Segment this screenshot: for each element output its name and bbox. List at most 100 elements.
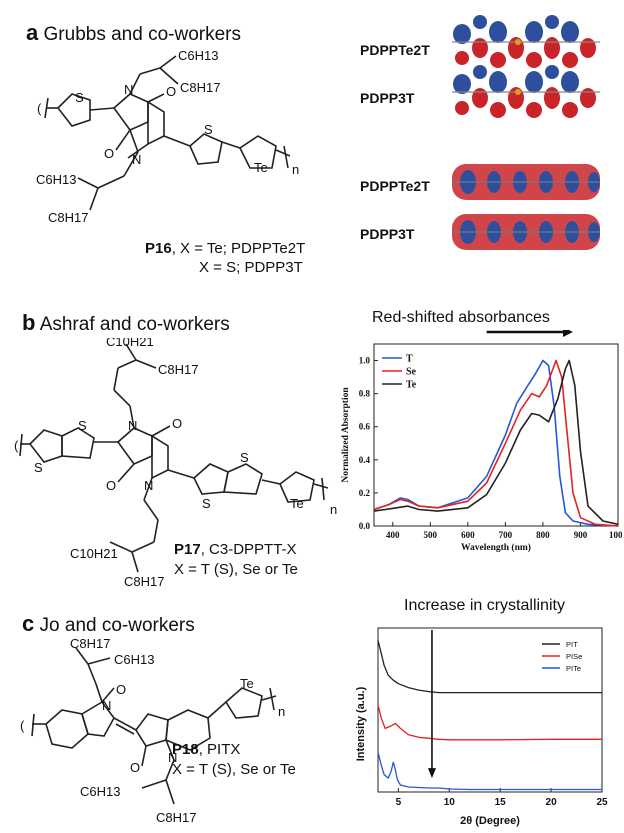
bracket-open-left-b: ( (14, 438, 19, 453)
p16-caption: P16, X = Te; PDPPTe2T (145, 240, 305, 257)
c8h17-label-b2: C8H17 (124, 574, 164, 588)
sulfur-label-b2: S (78, 418, 87, 433)
tellurium-label-b: Te (290, 496, 304, 511)
xrd-series-line-pite (377, 752, 602, 791)
abs-y-tick-label: 0.2 (359, 488, 371, 498)
xrd-y-axis-label: Intensity (a.u.) (355, 686, 367, 761)
lumo-orbital-te (452, 164, 600, 200)
oxygen-label: O (166, 84, 176, 99)
xrd-legend-label: PIT (566, 640, 578, 649)
xrd-x-tick-label: 10 (444, 797, 456, 808)
nitrogen-label-b2: N (144, 478, 153, 493)
abs-red-shift-arrowhead (562, 330, 573, 337)
lumo-orbital-s (451, 213, 601, 251)
homo-orbital-te (452, 15, 600, 68)
oxygen-label-c1: O (116, 682, 126, 697)
c8h17-label-b1: C8H17 (158, 362, 198, 377)
absorbance-chart-title: Red-shifted absorbances (372, 309, 550, 326)
sulfur-label-b3: S (240, 450, 249, 465)
abs-y-tick-label: 0.0 (359, 521, 371, 531)
xrd-series-line-pise (377, 704, 602, 741)
p17-caption-line2: X = T (S), Se or Te (174, 561, 298, 578)
c8h17-label-c2: C8H17 (156, 810, 196, 825)
c6h13-label-2: C6H13 (36, 172, 76, 187)
orbital-label-1: PDPPTe2T (360, 42, 430, 58)
abs-y-axis-label: Normalized Absorption (341, 387, 351, 483)
abs-series-line-se (373, 359, 619, 527)
abs-x-tick-label: 400 (386, 530, 400, 540)
p18-caption: P18, PITX (172, 741, 240, 758)
p16-caption-line2: X = S; PDPP3T (199, 259, 303, 276)
oxygen-label-b2: O (106, 478, 116, 493)
xrd-legend-label: PITe (566, 664, 581, 673)
p16-caption-text: , X = Te; PDPPTe2T (171, 240, 306, 257)
panel-b-heading: b Ashraf and co-workers (22, 310, 230, 336)
panel-a-letter: a (26, 20, 39, 45)
nitrogen-label-c2: N (168, 750, 177, 765)
nitrogen-label-b1: N (128, 418, 137, 433)
p17-id: P17 (174, 541, 201, 558)
tellurium-label: Te (254, 160, 268, 175)
p16-structure: ( S N O O N S Te n C6H13 C8H17 C6H13 C8H… (36, 50, 299, 225)
orbital-label-4: PDPP3T (360, 226, 415, 242)
abs-series-line-t (373, 359, 619, 527)
abs-legend-label: T (406, 354, 413, 365)
c8h17-label-c1: C8H17 (70, 638, 110, 651)
sulfur-label-b4: S (202, 496, 211, 511)
c6h13-label-c1: C6H13 (114, 652, 154, 667)
oxygen-label-2: O (104, 146, 114, 161)
abs-legend-label: Se (406, 367, 417, 378)
p17-structure: ( S S N O O N S S Te n C10H21 C8H17 C10H… (14, 338, 337, 588)
tellurophene-ring (238, 135, 277, 169)
p17-caption: P17, C3-DPPTT-X (174, 541, 297, 558)
tellurium-label-c: Te (240, 676, 254, 691)
xrd-x-axis-label: 2θ (Degree) (460, 815, 520, 827)
panel-c-letter: c (22, 611, 35, 636)
sulfur-label: S (75, 90, 84, 105)
panel-a-heading: a Grubbs and co-workers (26, 20, 241, 46)
abs-x-axis-label: Wavelength (nm) (461, 542, 531, 553)
c6h13-label: C6H13 (178, 50, 218, 63)
xrd-series-line-pit (377, 640, 602, 694)
left-thiophene-ring (56, 93, 91, 127)
p16-id: P16 (145, 240, 172, 257)
repeat-label-b: n (330, 502, 337, 517)
abs-x-tick-label: 600 (461, 530, 475, 540)
homo-orbital-s (451, 64, 601, 119)
sulfur-label-2: S (204, 122, 213, 137)
c8h17-label-2: C8H17 (48, 210, 88, 225)
dpp-ring-upper (112, 93, 149, 131)
xrd-x-tick-label: 5 (396, 797, 402, 808)
panel-c-heading: c Jo and co-workers (22, 611, 195, 637)
oxygen-label-c2: O (130, 760, 140, 775)
orbital-label-2: PDPP3T (360, 90, 415, 106)
panel-b-letter: b (22, 310, 36, 335)
repeat-label-c: n (278, 704, 285, 719)
c10h21-label-b2: C10H21 (70, 546, 118, 561)
abs-plot-frame (373, 343, 619, 527)
xrd-x-tick-label: 15 (495, 797, 507, 808)
panel-a-authors: Grubbs and co-workers (43, 24, 241, 45)
xrd-x-tick-label: 20 (546, 797, 558, 808)
c8h17-label: C8H17 (180, 80, 220, 95)
oxygen-label-b1: O (172, 416, 182, 431)
xrd-crystallinity-arrowhead (427, 768, 436, 779)
xrd-chart-title: Increase in crystallinity (404, 597, 565, 614)
absorbance-chart: 40050060070080090010000.00.20.40.60.81.0… (341, 330, 622, 553)
repeat-label: n (292, 162, 299, 177)
abs-x-tick-label: 900 (574, 530, 588, 540)
orbital-images (451, 15, 601, 251)
abs-x-tick-label: 700 (499, 530, 513, 540)
right-thiophene-ring (189, 133, 223, 165)
xrd-legend-label: PISe (566, 652, 582, 661)
abs-y-tick-label: 0.6 (359, 422, 371, 432)
sulfur-label-b1: S (34, 460, 43, 475)
p18-structure: ( O N O N Te n C8H17 C6H13 C6H13 C8H17 (20, 638, 285, 825)
c10h21-label-b1: C10H21 (106, 338, 154, 349)
abs-y-tick-label: 0.4 (359, 455, 371, 465)
panel-b-authors: Ashraf and co-workers (39, 314, 230, 335)
p17-caption-text: , C3-DPPTT-X (200, 541, 297, 558)
p18-caption-text: , PITX (198, 741, 241, 758)
